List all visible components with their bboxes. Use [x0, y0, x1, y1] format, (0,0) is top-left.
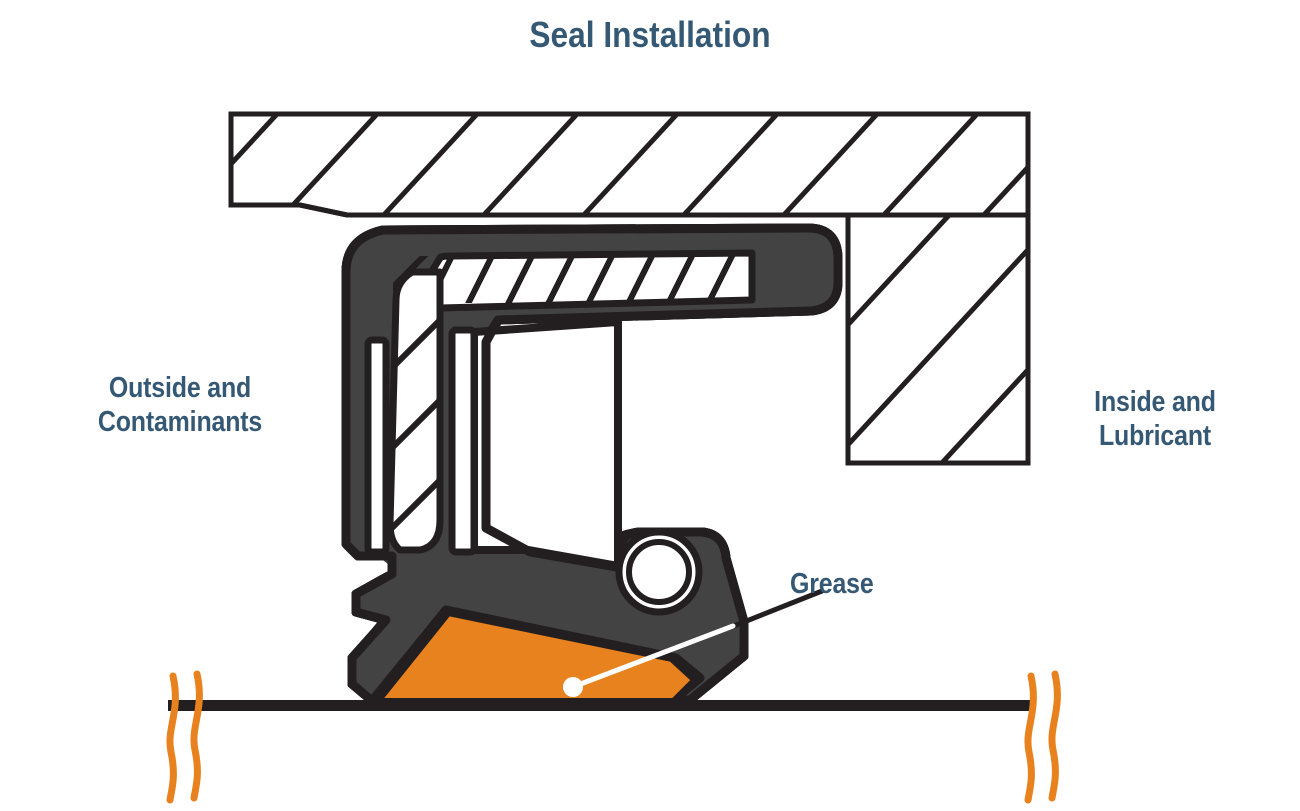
housing-bore	[228, 111, 1031, 466]
garter-spring	[615, 528, 703, 616]
grease-region	[372, 608, 700, 706]
housing-hatching-right	[848, 215, 1028, 463]
break-line-right	[1024, 670, 1061, 804]
seal-shell-restate	[341, 223, 843, 706]
label-grease: Grease	[790, 568, 874, 600]
break-line-left	[166, 670, 203, 804]
label-outside-contaminants: Outside and Contaminants	[97, 372, 263, 439]
page-title: Seal Installation	[529, 14, 771, 55]
grease-leader-line	[563, 588, 825, 697]
label-inside-lubricant: Inside and Lubricant	[1094, 386, 1216, 453]
shaft	[168, 700, 1032, 711]
